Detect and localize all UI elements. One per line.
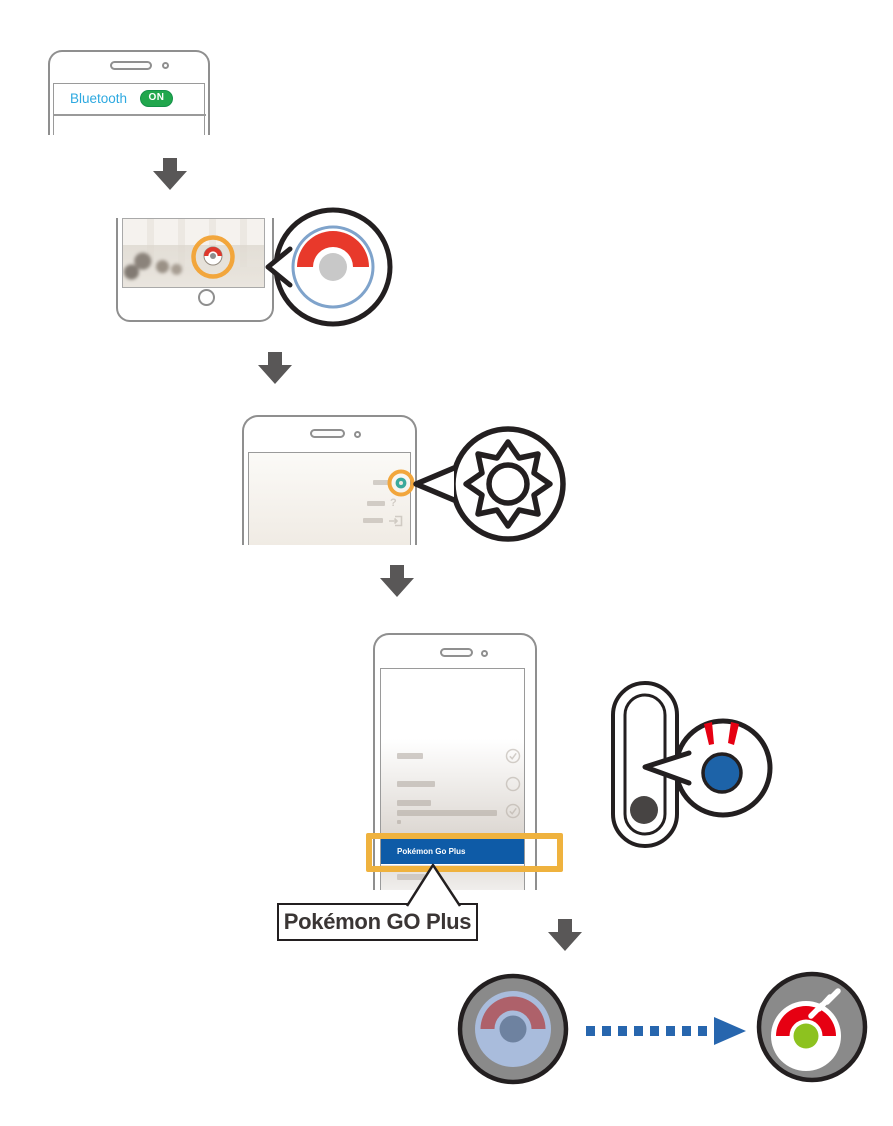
vibration-marks (808, 988, 841, 1019)
phone-speaker (110, 61, 152, 70)
help-icon[interactable]: ? (390, 497, 397, 509)
down-arrow-icon (153, 158, 187, 190)
down-arrow-icon (548, 919, 582, 951)
faint-text (397, 800, 431, 806)
faint-text (397, 781, 435, 787)
pokeball-icon-large (291, 225, 375, 309)
step1-screen: Bluetooth ON (53, 83, 206, 135)
down-arrow-icon (258, 352, 292, 384)
step4-group: Pokémon Go Plus (366, 633, 593, 893)
phone-camera-dot (162, 62, 169, 69)
faint-text (397, 874, 425, 880)
pokeball-callout-bubble (265, 207, 393, 327)
home-button[interactable] (198, 289, 215, 306)
device-list-row-go-plus[interactable]: Pokémon Go Plus (381, 839, 524, 864)
go-plus-label-callout: Pokémon GO Plus (277, 903, 478, 941)
divider (54, 114, 206, 116)
device-row-label: Pokémon Go Plus (397, 847, 466, 856)
step1-phone: Bluetooth ON (48, 50, 210, 135)
faint-text (373, 480, 389, 485)
faint-text (397, 810, 497, 816)
exit-icon[interactable] (388, 515, 404, 527)
row-highlight-box (366, 833, 563, 872)
pairing-dotted-arrow (586, 1017, 746, 1045)
faint-text (363, 518, 383, 523)
go-plus-device-illustration (611, 681, 773, 848)
down-arrow-icon (380, 565, 414, 597)
pokeball-icon (203, 246, 223, 266)
go-plus-paired-icon[interactable] (750, 965, 880, 1090)
step2-group (116, 207, 406, 358)
faint-text (397, 820, 401, 824)
step4-screen: Pokémon Go Plus (380, 668, 525, 890)
phone-camera-dot (481, 650, 488, 657)
led-circle-off (499, 1015, 527, 1043)
led-circle-green (793, 1023, 819, 1049)
step3-screen: ? (248, 452, 411, 545)
blink-mark (728, 722, 739, 745)
gear-icon (463, 439, 553, 529)
phone-speaker (440, 648, 473, 657)
bluetooth-toggle[interactable]: ON (140, 90, 173, 107)
device-button[interactable] (630, 796, 658, 824)
bluetooth-label: Bluetooth (70, 91, 128, 106)
faint-text (397, 753, 423, 759)
faint-text (367, 501, 385, 506)
empty-circle-icon (505, 776, 521, 792)
pokeball-highlight-circle[interactable] (188, 232, 238, 282)
step3-group: ? (242, 415, 582, 550)
phone-camera-dot (354, 431, 361, 438)
phone-speaker (310, 429, 345, 438)
go-plus-unpaired-icon[interactable] (450, 970, 576, 1090)
faint-settings-rows (381, 669, 524, 890)
callout-pointer (405, 863, 462, 907)
faint-menu-column: ? (249, 453, 410, 545)
settings-gear-icon (395, 477, 407, 489)
check-circle-icon (505, 748, 521, 764)
led-circle (701, 752, 743, 794)
settings-gear-highlight[interactable] (386, 468, 416, 498)
gear-callout-bubble (413, 426, 566, 542)
blinking-blue-led (701, 722, 743, 794)
check-circle-icon (505, 803, 521, 819)
blink-mark (704, 722, 714, 745)
